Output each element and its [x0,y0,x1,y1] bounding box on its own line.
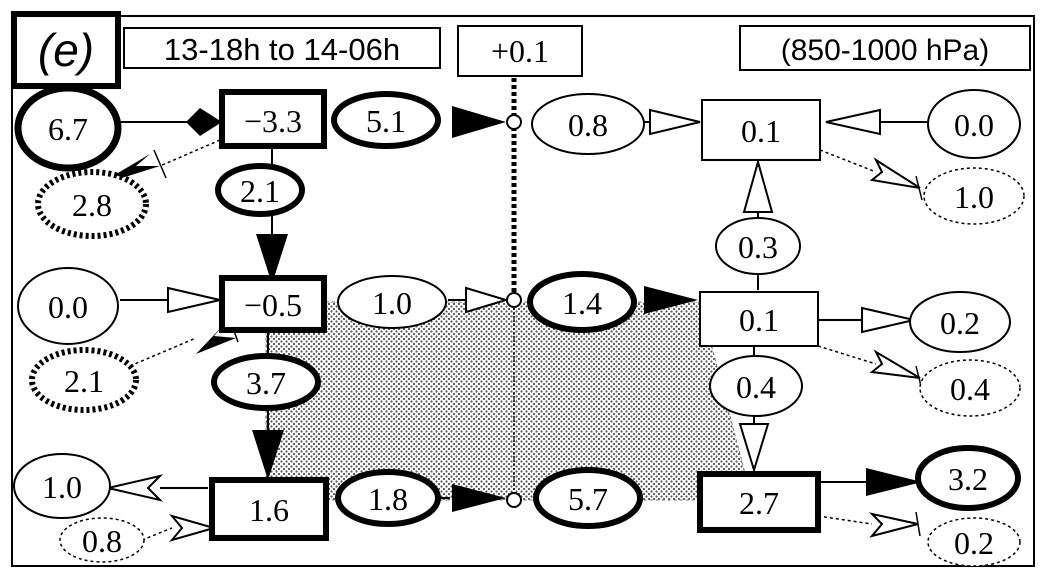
top-loss-line [159,139,221,167]
right-top-loss-value: 1.0 [954,179,994,215]
left-mid-in-value: 0.0 [48,289,88,325]
right-mid-box [699,291,819,347]
left-top-mid-value: 2.1 [240,173,280,209]
node-bot [506,492,522,508]
left-top-loss-value: 2.8 [72,187,112,223]
rbot-loss-line [817,515,873,525]
right-bot-out-ellipse [915,445,1021,511]
left-bot-flux-value: 1.8 [368,481,408,517]
right-mid-top-arrow [742,158,774,213]
mid-in-arrow [167,286,221,314]
left-top-box [219,89,327,149]
top-value: +0.1 [491,33,549,69]
right-top-box [701,99,821,161]
left-mid-bot-ellipse [211,353,321,411]
right-top-loss-ellipse [923,167,1025,225]
left-mid-out-value: 1.0 [372,285,412,321]
right-bot-box-value: 2.7 [739,485,779,521]
mid-out-arrow [465,286,510,314]
right-mid-bot-ellipse [709,355,803,417]
left-mid-bot-value: 3.7 [246,365,286,401]
bot-out-arrow [452,484,506,512]
right-mid-out-ellipse [909,291,1011,353]
right-mid-loss-ellipse [919,359,1021,417]
right-bot-in-ellipse [533,467,643,529]
rtop-loss-arrow [869,157,921,189]
left-bot-box-value: 1.6 [249,492,289,528]
shaded-region [265,301,753,501]
period-label: 13-18h to 14-06h [164,32,400,67]
left-mid-box [219,275,327,333]
left-mid-in-ellipse [17,267,119,345]
left-top-out-ellipse [331,91,441,149]
bot-left-out-arrow [107,474,164,502]
right-mid-bot-value: 0.4 [736,369,776,405]
tick-top-loss [153,149,167,179]
right-bot-loss-ellipse [927,517,1021,567]
node-top [506,114,522,130]
rtop-loss-line [819,149,877,173]
top-in-arrow [186,108,222,136]
left-bot-box [209,477,329,541]
tick-rtop-loss [915,175,923,201]
right-mid-top-value: 0.3 [738,229,778,265]
left-mid-bot-arrow [252,430,284,480]
right-mid-bot-arrow [738,423,770,474]
rmid-loss-arrow [869,349,921,379]
left-mid-box-value: −0.5 [244,287,302,323]
bot-loss-arrow [169,514,218,542]
right-mid-out-value: 0.2 [940,305,980,341]
right-bot-loss-value: 0.2 [954,525,994,561]
mid-right-out-arrow [861,306,915,334]
left-mid-out-ellipse [337,275,447,329]
outer-frame [11,15,1035,567]
layer-box [739,25,1031,71]
left-mid-gain-value: 2.1 [64,363,104,399]
right-mid-in-value: 1.4 [562,285,602,321]
left-top-in-value: 6.7 [48,111,88,147]
right-mid-in-ellipse [527,271,637,333]
right-mid-loss-value: 0.4 [950,371,990,407]
right-bot-box [697,471,821,533]
right-top-in2-value: 0.0 [954,107,994,143]
top-value-box [457,25,583,77]
panel-label-box [11,11,121,89]
right-top-in-value: 0.8 [568,107,608,143]
rbot-loss-arrow [868,512,919,538]
right-top-box-value: 0.1 [741,113,781,149]
rmid-loss-line [817,345,877,365]
mid-right-in-arrow [644,286,698,314]
left-top-mid-arrow [256,234,288,284]
left-bot-loss-value: 0.8 [82,523,122,559]
right-mid-box-value: 0.1 [739,302,779,338]
period-box [123,27,441,69]
mid-gain-line [129,337,197,367]
mid-gain-arrow [196,318,236,354]
tick-rbot-loss [915,511,921,537]
left-top-out-value: 5.1 [366,103,406,139]
top-right-in-arrow [649,108,701,136]
left-bot-out-ellipse [13,453,111,519]
top-out-arrow [452,106,506,138]
panel-label: (e) [38,24,94,76]
right-bot-in-value: 5.7 [568,481,608,517]
left-top-loss-ellipse [35,169,149,239]
right-top-in-ellipse [531,93,645,155]
node-mid [506,292,522,308]
left-top-mid-ellipse [215,163,305,217]
right-bot-out-value: 3.2 [948,461,988,497]
left-top-in-ellipse [14,84,122,172]
bot-right-out-arrow [866,468,922,496]
left-bot-out-value: 1.0 [42,469,82,505]
left-top-box-value: −3.3 [244,103,302,139]
layer-label: (850-1000 hPa) [781,34,989,67]
top-right-in2-arrow [825,108,881,136]
bot-loss-line [141,527,173,541]
left-mid-gain-ellipse [29,347,139,413]
right-top-in2-ellipse [927,89,1021,159]
left-bot-flux-ellipse [335,469,441,527]
right-mid-top-ellipse [715,217,801,275]
left-bot-loss-ellipse [59,517,145,563]
